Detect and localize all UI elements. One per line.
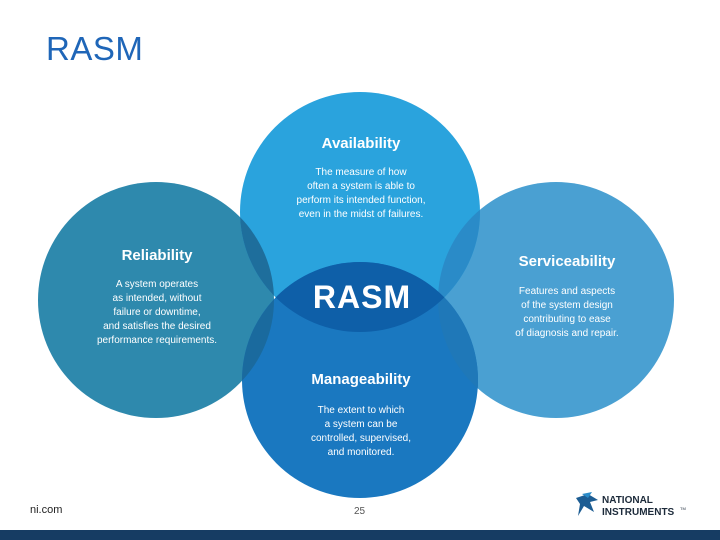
reliability-desc-line: performance requirements. <box>97 335 217 346</box>
logo-line-2: INSTRUMENTS <box>602 507 675 518</box>
reliability-title: Reliability <box>122 247 194 264</box>
serviceability-desc-line: contributing to ease <box>523 314 611 325</box>
serviceability-desc-line: Features and aspects <box>519 286 615 297</box>
availability-title: Availability <box>322 135 401 152</box>
serviceability-title: Serviceability <box>519 253 616 270</box>
national-instruments-logo: NATIONAL INSTRUMENTS TM <box>576 492 686 518</box>
circle-reliability <box>38 182 274 418</box>
reliability-desc-line: failure or downtime, <box>113 307 200 318</box>
serviceability-desc-line: of the system design <box>521 300 613 311</box>
manageability-desc-line: The extent to which <box>318 405 405 416</box>
manageability-title: Manageability <box>311 371 411 388</box>
center-label: RASM <box>313 279 411 315</box>
page-number: 25 <box>354 506 366 517</box>
logo-line-1: NATIONAL <box>602 495 653 506</box>
circle-serviceability <box>438 182 674 418</box>
circle-manageability <box>242 262 478 498</box>
manageability-desc-line: and monitored. <box>328 447 395 458</box>
circle-availability <box>240 92 480 332</box>
reliability-desc-line: as intended, without <box>113 293 202 304</box>
availability-desc-line: even in the midst of failures. <box>299 209 424 220</box>
availability-desc-line: The measure of how <box>315 167 407 178</box>
logo-trademark: TM <box>680 506 686 511</box>
serviceability-desc-line: of diagnosis and repair. <box>515 328 618 339</box>
footer-bar <box>0 530 720 540</box>
slide-title: RASM <box>46 30 144 67</box>
availability-desc-line: perform its intended function, <box>297 195 426 206</box>
footer-site-link[interactable]: ni.com <box>30 504 63 516</box>
manageability-desc-line: controlled, supervised, <box>311 433 411 444</box>
reliability-desc-line: and satisfies the desired <box>103 321 211 332</box>
availability-desc-line: often a system is able to <box>307 181 415 192</box>
manageability-desc-line: a system can be <box>325 419 398 430</box>
ni-eagle-icon <box>576 492 598 516</box>
reliability-desc-line: A system operates <box>116 279 198 290</box>
